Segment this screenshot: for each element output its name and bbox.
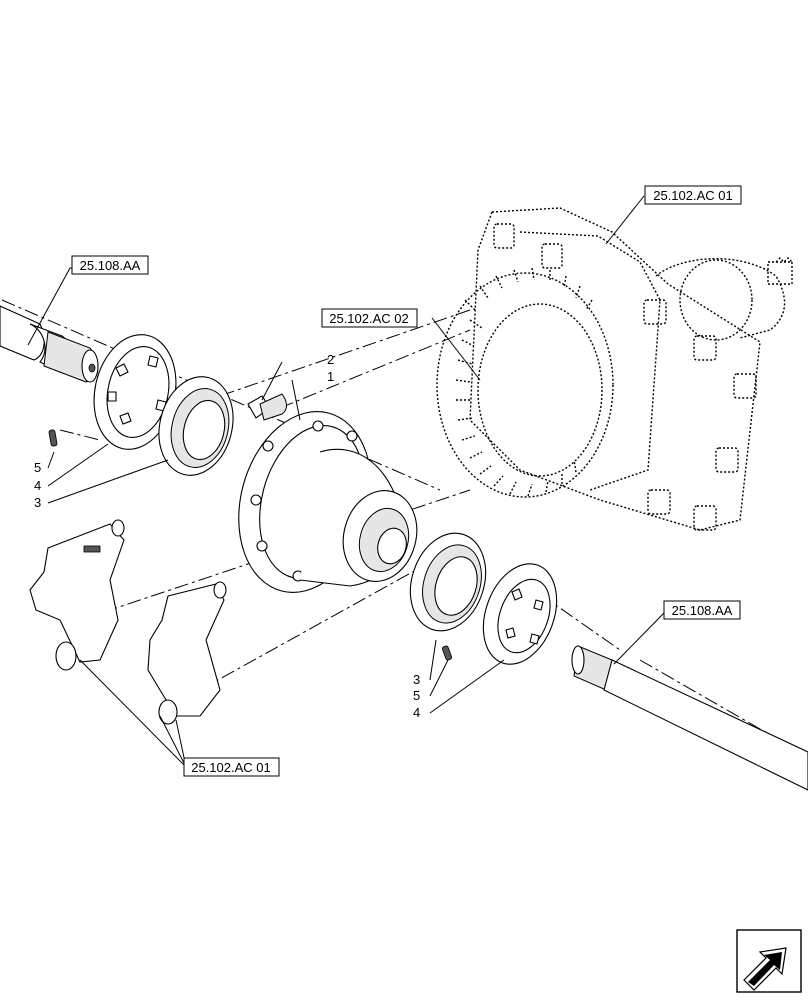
ref-label: 25.102.AC 02 bbox=[329, 311, 409, 326]
callout-5-right: 5 bbox=[413, 688, 420, 703]
right-pin bbox=[441, 645, 453, 661]
callout-4-left: 4 bbox=[34, 478, 41, 493]
callout-5-left: 5 bbox=[34, 460, 41, 475]
ref-label: 25.108.AA bbox=[672, 603, 733, 618]
callout-3-left: 3 bbox=[34, 495, 41, 510]
axle-housing-phantom bbox=[436, 207, 793, 531]
bolt bbox=[247, 393, 287, 421]
right-axle-shaft bbox=[571, 645, 808, 791]
callout-numbers: 5 4 3 2 1 3 5 4 bbox=[34, 352, 420, 720]
ref-box-right-axle[interactable]: 25.108.AA bbox=[663, 600, 741, 620]
ring-gear-teeth bbox=[455, 267, 593, 497]
ref-label: 25.102.AC 01 bbox=[191, 760, 271, 775]
right-adjusting-ring bbox=[482, 563, 558, 665]
left-axle-shaft bbox=[0, 305, 99, 383]
differential-case bbox=[238, 411, 418, 593]
callout-3-right: 3 bbox=[413, 672, 420, 687]
bearing-cap-left bbox=[29, 519, 125, 671]
ref-box-mid[interactable]: 25.102.AC 02 bbox=[321, 308, 418, 328]
right-tapered-bearing bbox=[409, 532, 487, 632]
left-tapered-bearing bbox=[158, 376, 234, 476]
ref-box-left-axle[interactable]: 25.108.AA bbox=[71, 255, 149, 275]
ref-label: 25.102.AC 01 bbox=[653, 188, 733, 203]
leader-lines bbox=[27, 195, 665, 768]
ref-box-top-right[interactable]: 25.102.AC 01 bbox=[644, 185, 742, 205]
housing-studs bbox=[493, 223, 757, 531]
ref-label: 25.108.AA bbox=[80, 258, 141, 273]
bearing-cap-right bbox=[147, 581, 227, 725]
left-pin bbox=[48, 429, 58, 447]
callout-1: 1 bbox=[327, 369, 334, 384]
callout-2: 2 bbox=[327, 352, 334, 367]
ref-box-bottom[interactable]: 25.102.AC 01 bbox=[183, 757, 280, 777]
callout-4-right: 4 bbox=[413, 705, 420, 720]
next-page-arrow-icon[interactable] bbox=[736, 929, 802, 993]
